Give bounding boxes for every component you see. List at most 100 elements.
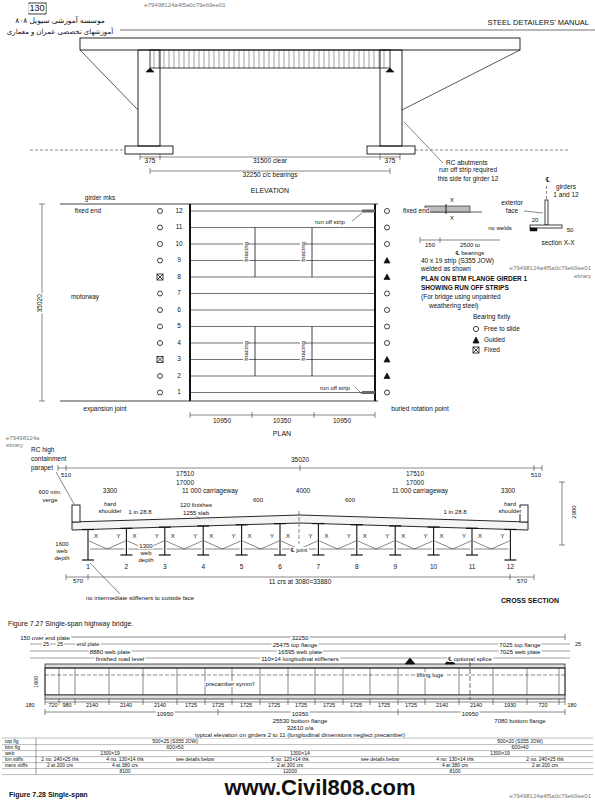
drawing-label: 10350	[272, 418, 292, 425]
drawing-label: 1600	[34, 675, 40, 689]
drawing-label: X	[208, 533, 214, 539]
drawing-label: 10950	[212, 418, 232, 425]
drawing-label: 600×40	[511, 745, 530, 750]
drawing-label: 1	[85, 564, 91, 571]
drawing-label: X	[449, 197, 455, 203]
drawing-label: 10	[429, 564, 438, 571]
drawing-label: X	[449, 215, 455, 221]
drawing-label: Y	[346, 533, 352, 539]
drawing-label: (For bridge using unpainted	[420, 294, 502, 301]
drawing-label: 12	[174, 208, 183, 215]
drawing-label: 1725	[349, 703, 363, 709]
drawing-label: 150	[424, 242, 436, 248]
legend-entry: Guided	[472, 335, 520, 346]
legend-symbol	[472, 325, 480, 333]
drawing-label: 40 x 19 strip (S355 JOW)	[420, 258, 495, 265]
drawing-label: ebrary	[573, 273, 592, 279]
drawing-label: 375	[384, 158, 397, 165]
drawing-label: 1 and 12	[552, 192, 579, 199]
drawing-label: 32610 o/a	[286, 725, 315, 731]
drawing-label: bracing	[243, 241, 249, 263]
drawing-label: shoulder	[497, 508, 522, 514]
drawing-label: 1930	[503, 703, 517, 709]
drawing-label: 11	[468, 564, 477, 571]
drawing-label: 1725	[211, 703, 225, 709]
drawing-label: 2140	[469, 703, 483, 709]
drawing-label: motorway	[70, 294, 100, 301]
drawing-label: 2500 to	[459, 242, 481, 248]
drawing-label: run off strip required	[438, 167, 498, 174]
drawing-label: 1725	[239, 703, 253, 709]
drawing-label: 25	[42, 642, 50, 648]
drawing-label: 1725	[184, 703, 198, 709]
drawing-label: this side for girder 12	[437, 176, 500, 183]
legend-text: Free to slide	[484, 326, 520, 333]
drawing-label: 980	[61, 703, 72, 709]
drawing-label: fixed end	[74, 208, 102, 215]
drawing-label: no intermediate stiffeners to outside fa…	[85, 595, 195, 601]
drawing-label: 32250	[291, 635, 310, 641]
drawing-label: 1300×19	[99, 751, 121, 756]
drawing-label: X	[477, 533, 483, 539]
drawing-label: 2140	[119, 703, 133, 709]
drawing-label: 8100	[448, 769, 461, 774]
drawing-label: depth	[137, 557, 154, 563]
drawing-label: 7	[176, 290, 182, 297]
drawing-label: 570	[72, 578, 84, 584]
drawing-label: 8100	[118, 769, 131, 774]
drawing-label: 7025 top flange	[498, 642, 541, 648]
bearing-legend: Free to slideGuidedFixed	[472, 324, 520, 356]
drawing-label: typical elevation on girders 2 to 11 (lo…	[194, 732, 406, 738]
drawing-label: Y	[154, 533, 160, 539]
drawing-label: see details below	[360, 757, 400, 762]
drawing-label: موسسه آموزشی سیویل ۸۰۸	[14, 17, 106, 25]
drawing-label: expansion joint	[82, 406, 127, 413]
drawing-label: X	[285, 533, 291, 539]
drawing-label: 570	[516, 578, 528, 584]
drawing-label: 1300	[138, 543, 153, 549]
drawing-label: 3300	[102, 488, 118, 495]
drawing-label: 9	[176, 257, 182, 264]
drawing-label: 2 at 200 crs	[531, 763, 559, 768]
drawing-label: X	[131, 533, 137, 539]
drawing-label: 4	[176, 340, 182, 347]
drawing-label: PLAN	[272, 430, 292, 437]
drawing-label: no welds	[487, 225, 513, 231]
drawing-label: 11 000 carriageway	[181, 488, 239, 495]
drawing-label: 3	[162, 564, 168, 571]
legend-text: Guided	[484, 337, 505, 344]
drawing-label: buried rotation point	[390, 406, 449, 413]
drawing-label: 600 min.	[37, 489, 62, 495]
drawing-label: 180	[566, 703, 577, 709]
drawing-label: X	[439, 533, 445, 539]
drawing-label: 1255 slab	[182, 510, 210, 516]
drawing-label: e79498124a4f5a0c79eb9ee01	[509, 265, 592, 271]
drawing-label: top flg	[4, 739, 20, 744]
drawing-label: Y	[192, 533, 198, 539]
drawing-label: 2	[176, 373, 182, 380]
drawing-label: hard	[503, 501, 517, 507]
drawing-label: 1300×19	[489, 751, 511, 756]
drawing-label: ELEVATION	[250, 187, 290, 194]
drawing-label: web	[55, 548, 68, 554]
drawing-label: 20	[531, 217, 540, 223]
drawing-label: 1725	[377, 703, 391, 709]
legend-symbol	[472, 336, 480, 344]
drawing-label: 2140	[153, 703, 167, 709]
drawing-label: 150 over end plate	[19, 635, 71, 641]
drawing-label: 120 finishes	[179, 502, 213, 508]
drawing-label: 500×25 (S355 JOW)	[151, 739, 199, 744]
drawing-label: 11	[175, 224, 184, 231]
drawing-label: 2 no. 240×25 thk	[40, 757, 79, 762]
drawing-label: verge	[41, 497, 58, 503]
drawing-label: 25530 bottom flange	[272, 718, 329, 724]
drawing-label: 1725	[322, 703, 336, 709]
drawing-label: e79498124a4f5a0c79eb9ee01	[143, 2, 226, 8]
drawing-label: X	[93, 533, 99, 539]
drawing-label: 11 crs at 3080=33880	[268, 579, 333, 586]
drawing-label: X	[400, 533, 406, 539]
drawing-label: 2 at 300 crs	[276, 763, 304, 768]
drawing-label: 11 000 carriageway	[391, 488, 449, 495]
drawing-label: 17510	[405, 471, 425, 478]
drawing-label: bracing	[243, 340, 249, 362]
